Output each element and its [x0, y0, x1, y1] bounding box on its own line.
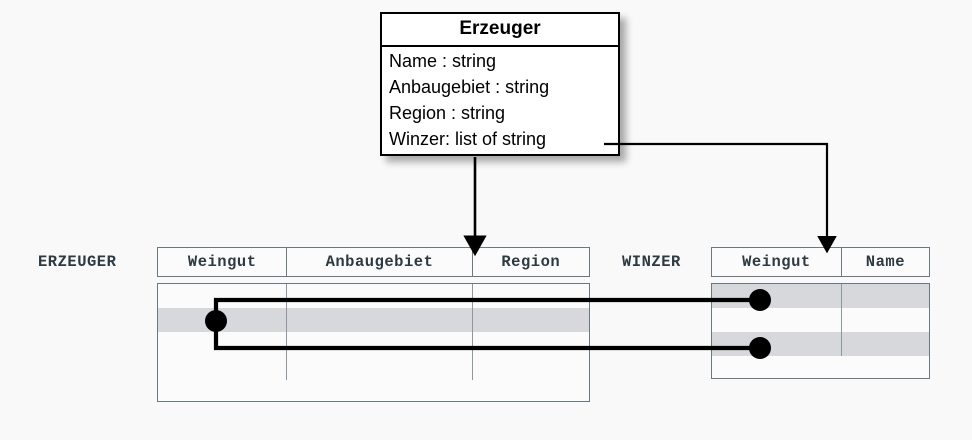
column-header-weingut: Weingut: [712, 248, 842, 276]
table-cell: [712, 284, 842, 308]
table-cell: [473, 332, 589, 356]
table-row-highlighted: [712, 332, 929, 356]
table-row: [158, 356, 589, 380]
table-cell: [158, 356, 288, 380]
table-cell: [473, 308, 589, 332]
uml-attribute-name: Name : string: [389, 51, 497, 71]
table-cell: [287, 332, 473, 356]
table-cell: [287, 356, 473, 380]
table-cell: [712, 308, 842, 332]
table-label-winzer: WINZER: [622, 253, 681, 271]
uml-class-box: Erzeuger Name : string Anbaugebiet : str…: [380, 12, 620, 156]
table-cell: [287, 308, 473, 332]
uml-attribute-anbaugebiet: Anbaugebiet : string: [389, 77, 550, 97]
table-winzer-body: [711, 283, 930, 379]
table-row-highlighted: [158, 308, 589, 332]
table-winzer: Weingut Name: [711, 247, 930, 379]
table-cell: [158, 308, 288, 332]
uml-class-name: Erzeuger: [382, 14, 618, 47]
table-row: [158, 284, 589, 308]
uml-attribute-region: Region : string: [389, 103, 506, 123]
table-cell: [842, 308, 929, 332]
table-cell: [158, 284, 288, 308]
table-cell: [842, 284, 929, 308]
uml-attribute-winzer: Winzer: list of string: [389, 129, 547, 149]
table-cell: [712, 332, 842, 356]
column-header-name: Name: [865, 253, 906, 271]
table-cell: [842, 332, 929, 356]
uml-attribute-list: Name : string Anbaugebiet : string Regio…: [382, 47, 618, 154]
table-cell: [158, 332, 288, 356]
column-header-anbaugebiet: Anbaugebiet: [287, 248, 473, 276]
table-erzeuger-header-row: Weingut Anbaugebiet Region: [157, 247, 590, 277]
table-cell: [473, 356, 589, 380]
table-row: [712, 308, 929, 332]
table-label-erzeuger: ERZEUGER: [38, 253, 117, 271]
table-winzer-header-row: Weingut Name: [711, 247, 930, 277]
table-erzeuger-body: [157, 283, 590, 402]
table-cell: [473, 284, 589, 308]
table-row-highlighted: [712, 284, 929, 308]
table-row: [158, 332, 589, 356]
arrow-winzer-attr-to-winzer-table: [604, 142, 837, 254]
column-header-weingut: Weingut: [158, 248, 288, 276]
column-header-region: Region: [501, 253, 561, 271]
table-erzeuger: Weingut Anbaugebiet Region: [157, 247, 590, 402]
table-cell: [287, 284, 473, 308]
